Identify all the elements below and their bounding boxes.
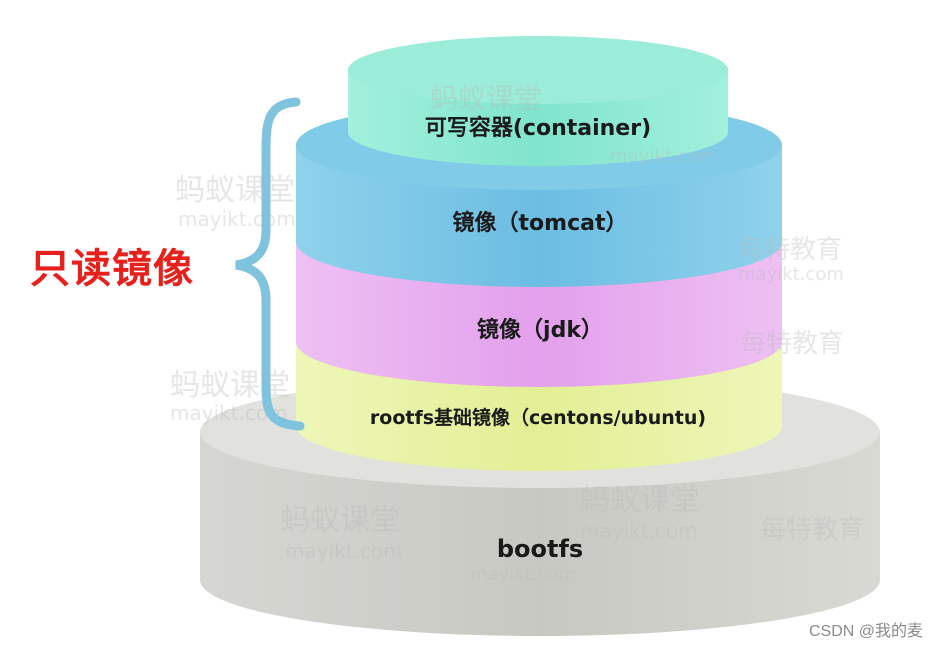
watermark-edu-2: 每特教育 (740, 329, 844, 359)
watermark-edu-1: 每特教育 (738, 235, 842, 265)
label-bootfs: bootfs (497, 535, 583, 563)
watermark-brand-2: 蚂蚁课堂 (430, 82, 542, 115)
watermark-url-1: mayikt.com (178, 207, 296, 231)
layer-container (348, 36, 728, 166)
watermark-url-7: mayikt.com (470, 564, 576, 585)
credit-text: CSDN @我的麦 (808, 623, 923, 640)
label-rootfs: rootfs基础镜像（centons/ubuntu) (370, 406, 706, 429)
label-jdk: 镜像（jdk） (477, 317, 603, 343)
watermark-edu-3: 每特教育 (760, 515, 864, 545)
watermark-brand-5: 蚂蚁课堂 (280, 503, 400, 538)
readonly-brace (235, 97, 305, 431)
watermark-group: 蚂蚁课堂 mayikt.com 蚂蚁课堂 mayikt.com 每特教育 may… (170, 82, 864, 585)
watermark-brand-1: 蚂蚁课堂 (175, 173, 295, 208)
label-container: 可写容器(container) (425, 115, 651, 141)
watermark-url-3: mayikt.com (738, 264, 844, 285)
watermark-url-6: mayikt.com (285, 539, 403, 563)
watermark-url-5: mayikt.com (580, 519, 698, 543)
label-tomcat: 镜像（tomcat） (453, 210, 628, 236)
watermark-brand-3: 蚂蚁课堂 (170, 368, 290, 403)
watermark-brand-4: 蚂蚁课堂 (580, 483, 700, 518)
watermark-url-2: mayikt.com (610, 146, 716, 167)
readonly-image-label: 只读镜像 (30, 246, 194, 292)
